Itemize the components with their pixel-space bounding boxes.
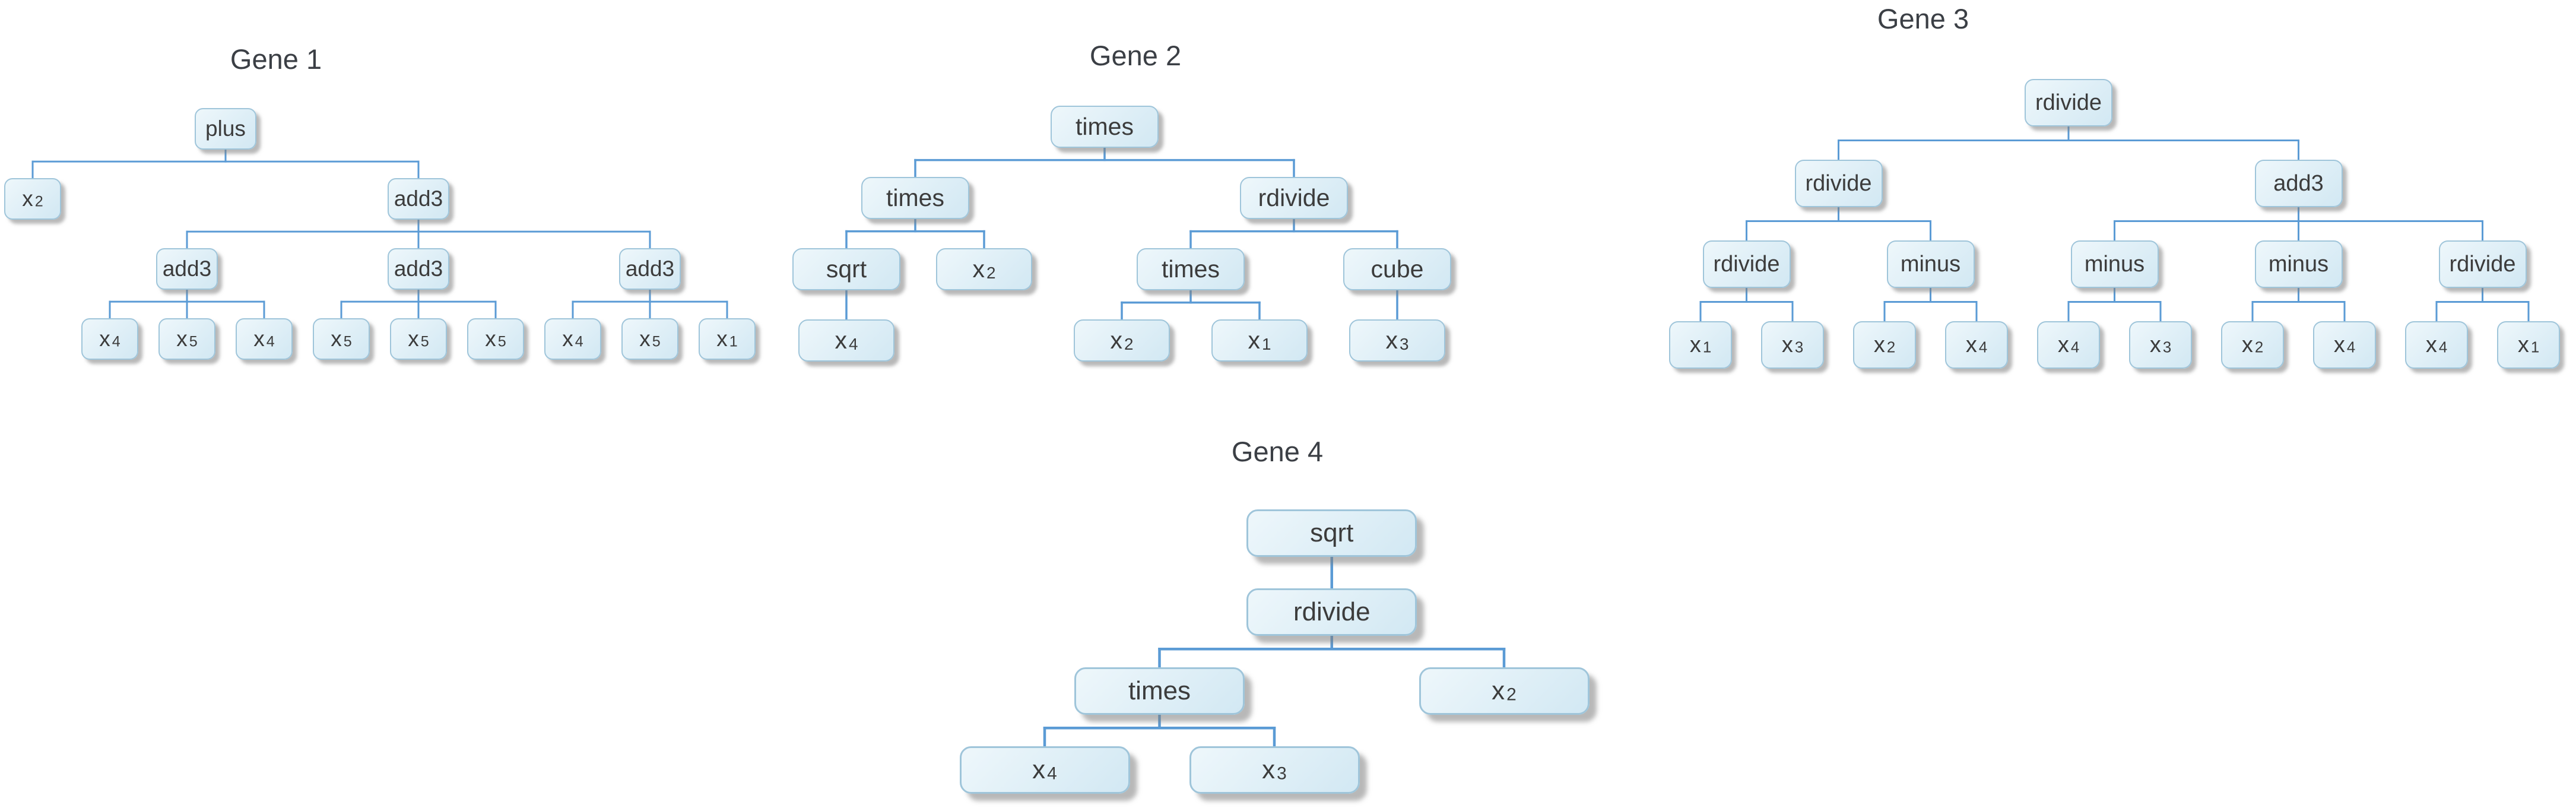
tree-node-rdivide: rdivide — [2438, 240, 2527, 288]
tree-node-cube: cube — [1343, 248, 1451, 290]
tree-node-sqrt: sqrt — [792, 248, 900, 290]
tree-node-rdivide: rdivide — [1794, 160, 1883, 207]
gene-1-title: Gene 1 — [230, 43, 322, 75]
tree-node-add3: add3 — [156, 248, 218, 290]
gene-2-connectors — [845, 147, 1398, 321]
tree-node-times: times — [861, 177, 969, 219]
tree-node-minus: minus — [2070, 240, 2159, 288]
tree-node-minus: minus — [2254, 240, 2343, 288]
tree-node-rdivide: rdivide — [2025, 79, 2112, 126]
tree-node-minus: minus — [1886, 240, 1975, 288]
tree-node-add3: add3 — [388, 178, 449, 220]
tree-node-add3: add3 — [619, 248, 681, 290]
gene-1-connectors — [31, 148, 728, 319]
gene-4-title: Gene 4 — [1231, 436, 1324, 467]
gene-2-title: Gene 2 — [1089, 40, 1182, 71]
tree-node-add3: add3 — [2254, 160, 2343, 207]
tree-node-times: times — [1051, 106, 1159, 148]
gene-3-connectors — [1699, 125, 2530, 322]
tree-node-add3: add3 — [388, 248, 449, 290]
gene-3-title: Gene 3 — [1877, 3, 1969, 34]
tree-node-times: times — [1074, 667, 1245, 715]
tree-node-times: times — [1137, 248, 1245, 290]
tree-node-plus: plus — [195, 108, 256, 150]
gene-4-connectors — [1043, 555, 1506, 748]
tree-node-rdivide: rdivide — [1702, 240, 1791, 288]
tree-node-sqrt: sqrt — [1246, 509, 1417, 557]
tree-node-rdivide: rdivide — [1246, 588, 1417, 636]
tree-node-rdivide: rdivide — [1240, 177, 1348, 219]
